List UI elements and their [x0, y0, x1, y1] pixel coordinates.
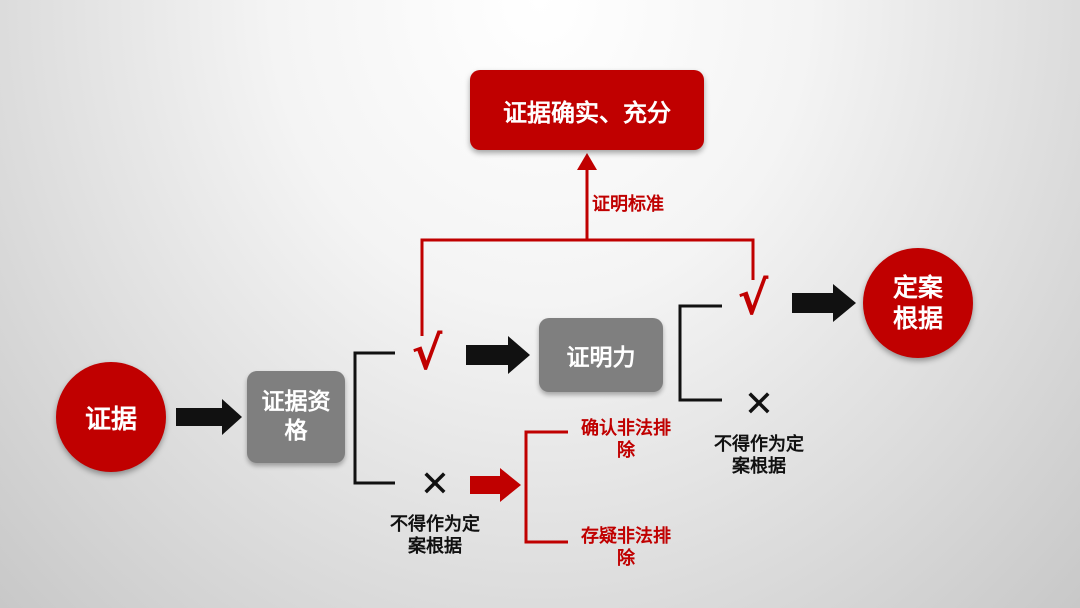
- arrow-cross-to-exclusion: [470, 468, 521, 502]
- basis-label: 定案根据: [892, 272, 943, 333]
- reject-label-qualification: 不得作为定案根据: [390, 514, 480, 557]
- confirm-exclusion-label: 确认非法排除: [581, 418, 671, 461]
- cross-mark-qualification: ✕: [419, 464, 451, 505]
- probative-force-node: 证明力: [539, 318, 663, 392]
- standard-arrow-head: [577, 153, 597, 170]
- qualification-label: 证据资格: [261, 389, 331, 444]
- evidence-node: 证据: [56, 362, 166, 472]
- cross-mark-probative: ✕: [743, 384, 775, 425]
- bracket-probative: [678, 304, 722, 402]
- standard-box-label: 证据确实、充分: [503, 98, 671, 127]
- arrow-evidence-to-qualification: [176, 399, 242, 435]
- arrow-check-to-basis: [792, 284, 856, 322]
- basis-node: 定案根据: [863, 248, 973, 358]
- doubt-exclusion-label: 存疑非法排除: [581, 526, 671, 569]
- bracket-qualification: [353, 351, 395, 485]
- check-mark-probative: √: [737, 271, 769, 325]
- standard-label: 证明标准: [592, 194, 664, 215]
- evidence-label: 证据: [84, 404, 137, 435]
- probative-force-label: 证明力: [566, 345, 636, 371]
- standard-box: 证据确实、充分: [470, 70, 704, 150]
- qualification-node: 证据资格: [247, 371, 345, 463]
- check-mark-qualification: √: [411, 326, 443, 380]
- reject-label-probative: 不得作为定案根据: [714, 434, 804, 477]
- bracket-exclusion: [524, 430, 568, 544]
- arrow-check-to-probative: [466, 336, 530, 374]
